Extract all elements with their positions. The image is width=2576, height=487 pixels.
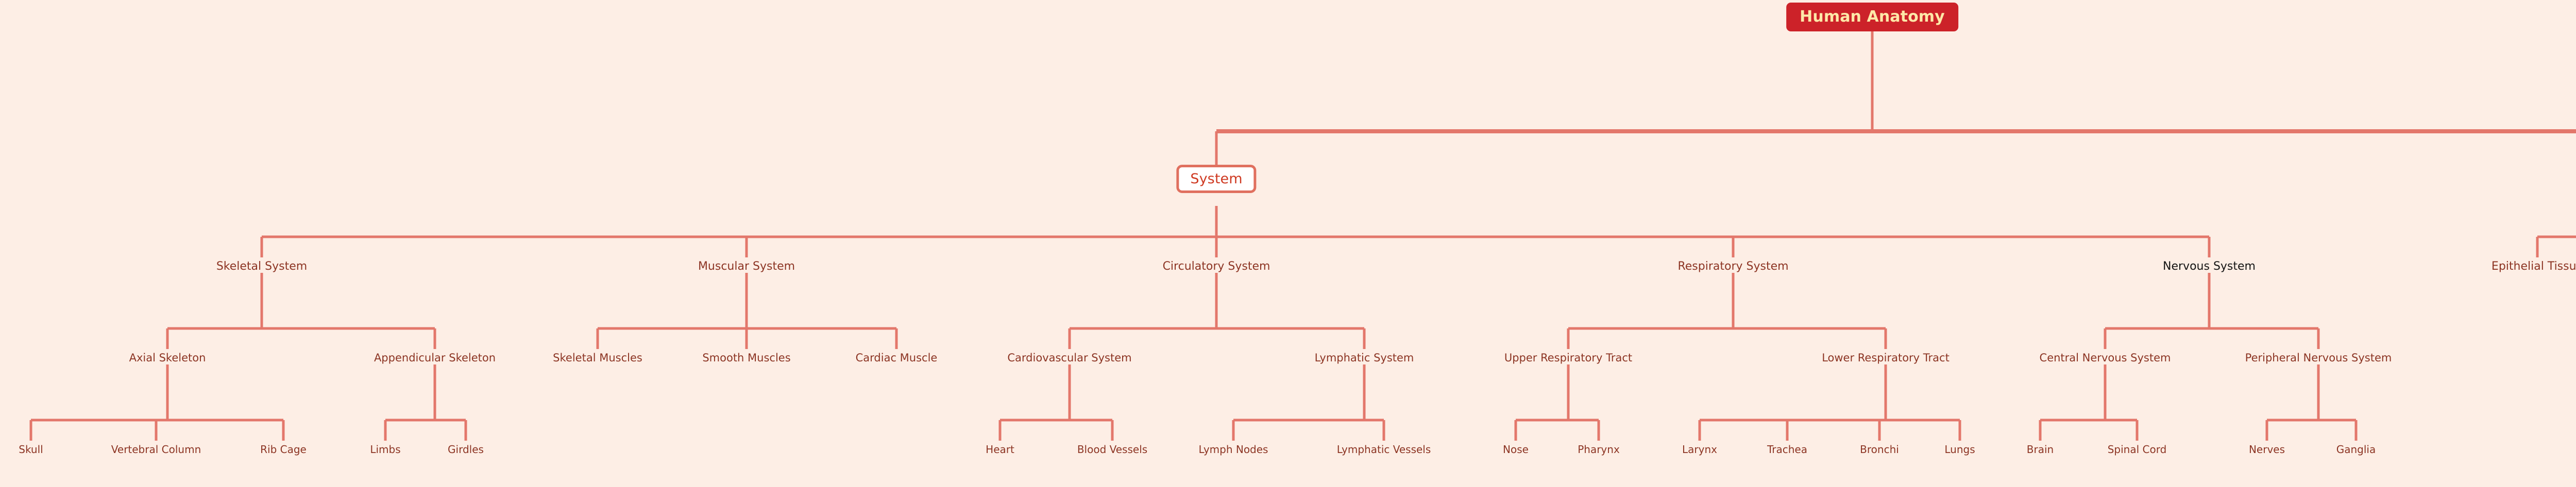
node-spinal-cord[interactable]: Spinal Cord [2107,443,2167,456]
node-nerves[interactable]: Nerves [2248,443,2285,456]
node-epithelial-tissue[interactable]: Epithelial Tissue [2491,260,2576,273]
node-circulatory-system[interactable]: Circulatory System [1162,260,1270,273]
node-blood-vessels[interactable]: Blood Vessels [1077,443,1148,456]
node-central-nervous-system[interactable]: Central Nervous System [2039,352,2171,364]
node-girdles[interactable]: Girdles [448,443,484,456]
node-brain[interactable]: Brain [2026,443,2054,456]
node-upper-respiratory-tract[interactable]: Upper Respiratory Tract [1504,352,1633,364]
node-lungs[interactable]: Lungs [1944,443,1975,456]
node-peripheral-nervous-system[interactable]: Peripheral Nervous System [2245,352,2392,364]
node-heart[interactable]: Heart [986,443,1014,456]
node-skeletal-muscles[interactable]: Skeletal Muscles [553,352,642,364]
node-ganglia[interactable]: Ganglia [2336,443,2376,456]
node-trachea[interactable]: Trachea [1767,443,1807,456]
node-axial-skeleton[interactable]: Axial Skeleton [129,352,206,364]
node-nose[interactable]: Nose [1503,443,1529,456]
node-muscular-system[interactable]: Muscular System [698,260,795,273]
node-limbs[interactable]: Limbs [370,443,401,456]
node-lymphatic-vessels[interactable]: Lymphatic Vessels [1336,443,1431,456]
node-lymphatic-system[interactable]: Lymphatic System [1314,352,1414,364]
node-nervous-system[interactable]: Nervous System [2163,260,2256,273]
root-node-human-anatomy[interactable]: Human Anatomy [1786,3,1958,31]
node-bronchi[interactable]: Bronchi [1860,443,1899,456]
node-lower-respiratory-tract[interactable]: Lower Respiratory Tract [1822,352,1950,364]
node-smooth-muscles[interactable]: Smooth Muscles [702,352,791,364]
node-cardiovascular-system[interactable]: Cardiovascular System [1007,352,1132,364]
node-respiratory-system[interactable]: Respiratory System [1677,260,1789,273]
node-vertebral-column[interactable]: Vertebral Column [111,443,201,456]
node-rib-cage[interactable]: Rib Cage [260,443,307,456]
node-skeletal-system[interactable]: Skeletal System [216,260,308,273]
node-lymph-nodes[interactable]: Lymph Nodes [1198,443,1268,456]
node-larynx[interactable]: Larynx [1682,443,1717,456]
node-system[interactable]: System [1176,165,1257,193]
node-skull[interactable]: Skull [19,443,43,456]
node-pharynx[interactable]: Pharynx [1578,443,1620,456]
node-cardiac-muscle[interactable]: Cardiac Muscle [855,352,938,364]
node-appendicular-skeleton[interactable]: Appendicular Skeleton [374,352,496,364]
